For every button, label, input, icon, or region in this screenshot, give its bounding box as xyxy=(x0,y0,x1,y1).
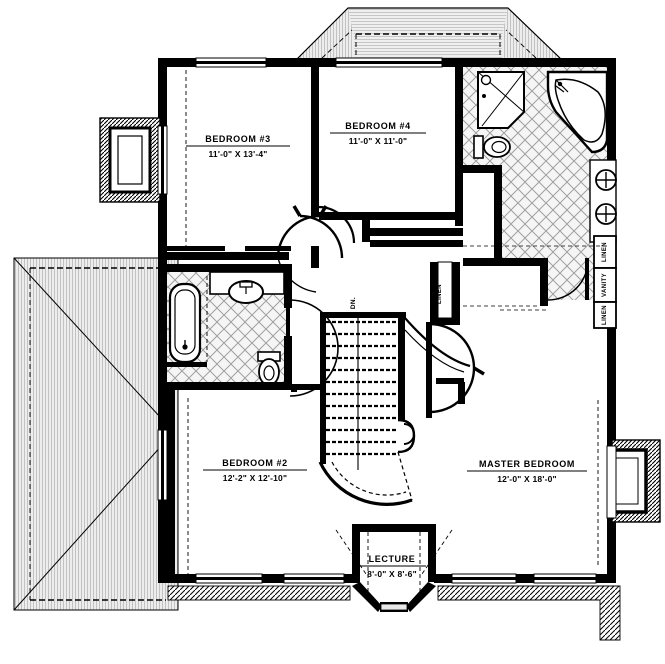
room-bedroom-2 xyxy=(157,390,345,584)
label-bedroom-3: BEDROOM #3 11'-0" X 13'-4" xyxy=(186,134,290,159)
stair-treads xyxy=(326,320,398,456)
bedroom-3-dimensions: 11'-0" X 13'-4" xyxy=(208,149,267,159)
linen-upper-label: LINEN xyxy=(602,242,608,262)
vanity-label: VANITY xyxy=(602,273,608,297)
room-master-bedroom xyxy=(451,382,617,584)
stair-direction-label: DN. xyxy=(350,297,357,309)
master-bathroom xyxy=(463,67,617,329)
left-roof-plane xyxy=(13,257,179,611)
closet-labels: LINEN LINEN VANITY LINEN xyxy=(437,242,608,325)
hall-bath-door xyxy=(286,298,339,397)
label-bedroom-4: BEDROOM #4 11'-0" X 11'-0" xyxy=(330,121,426,146)
top-roof-overhang xyxy=(294,7,564,61)
bay-window-right xyxy=(610,439,661,523)
linen-lower-label: LINEN xyxy=(602,305,608,325)
bedroom3-closet xyxy=(167,246,291,269)
vanity-sink-hall xyxy=(209,271,285,304)
hall-linen-closet xyxy=(430,261,460,325)
bedroom-3-title: BEDROOM #3 xyxy=(205,134,271,144)
double-vanity-sinks xyxy=(589,159,617,243)
bay-window-left xyxy=(99,117,161,203)
bedroom-4-dimensions: 11'-0" X 11'-0" xyxy=(349,136,408,146)
toilet-master xyxy=(473,135,511,159)
room-labels: BEDROOM #3 11'-0" X 13'-4" BEDROOM #4 11… xyxy=(186,121,587,579)
corner-shower xyxy=(477,71,525,129)
staircase xyxy=(318,312,471,506)
room-bedroom-3 xyxy=(157,57,319,268)
label-lecture: LECTURE 8'-0" X 8'-6" xyxy=(360,554,426,579)
hall-bathroom xyxy=(167,264,339,397)
master-bedroom-dimensions: 12'-0" X 18'-0" xyxy=(497,474,557,484)
master-bedroom-title: MASTER BEDROOM xyxy=(479,459,575,469)
lecture-dimensions: 8'-0" X 8'-6" xyxy=(367,569,417,579)
bedroom-2-dimensions: 12'-2" X 12'-10" xyxy=(223,473,287,483)
bedroom-2-title: BEDROOM #2 xyxy=(222,458,288,468)
corner-bathtub xyxy=(546,70,609,154)
hall-door-swings-upper xyxy=(276,205,356,293)
label-master-bedroom: MASTER BEDROOM 12'-0" X 18'-0" xyxy=(467,459,587,484)
linen-hall-label: LINEN xyxy=(437,284,443,304)
master-bath-door xyxy=(547,258,589,301)
bedroom-4-title: BEDROOM #4 xyxy=(345,121,411,131)
label-bedroom-2: BEDROOM #2 12'-2" X 12'-10" xyxy=(203,458,307,483)
room-lecture xyxy=(167,524,621,641)
interior-hall-walls xyxy=(291,378,464,392)
reference-lines xyxy=(463,245,607,311)
lecture-title: LECTURE xyxy=(369,554,416,564)
bathtub xyxy=(168,282,202,364)
toilet-hall xyxy=(257,351,281,386)
